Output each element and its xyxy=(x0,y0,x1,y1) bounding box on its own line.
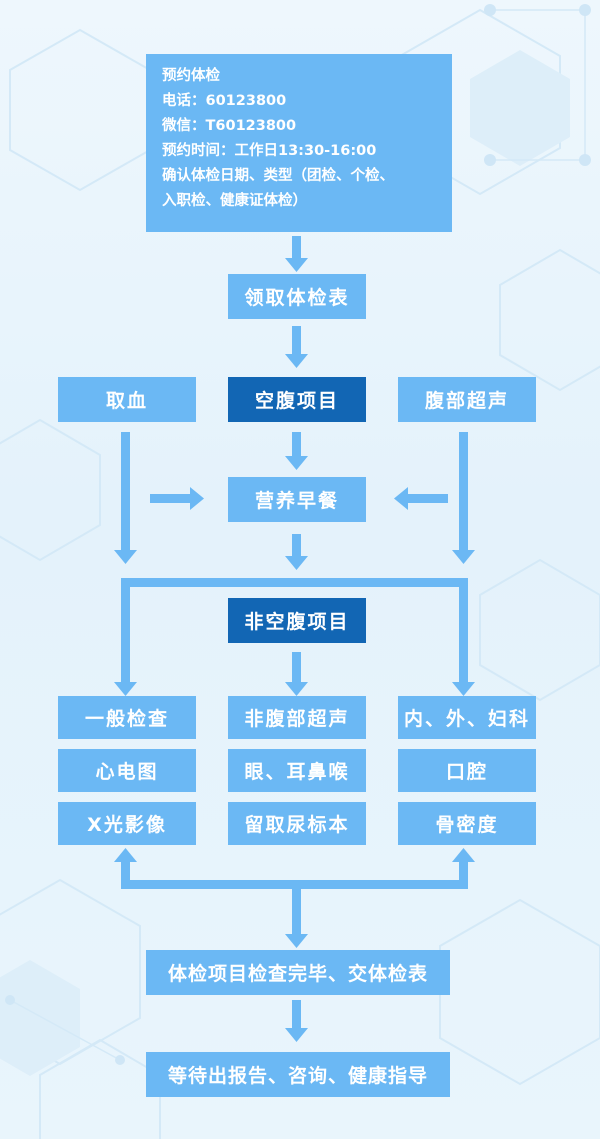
item-internal-surgery-gyn: 内、外、妇科 xyxy=(398,696,536,739)
step-fasting-items: 空腹项目 xyxy=(228,377,366,422)
step-submit-form: 体检项目检查完毕、交体检表 xyxy=(146,950,450,995)
step-non-fasting-items: 非空腹项目 xyxy=(228,598,366,643)
step-breakfast: 营养早餐 xyxy=(228,477,366,522)
step-report-consult: 等待出报告、咨询、健康指导 xyxy=(146,1052,450,1097)
item-non-abdominal-ultrasound: 非腹部超声 xyxy=(228,696,366,739)
item-ecg: 心电图 xyxy=(58,749,196,792)
step-abdominal-ultrasound: 腹部超声 xyxy=(398,377,536,422)
booking-confirm-line2: 入职检、健康证体检） xyxy=(162,193,307,209)
item-urine-sample: 留取尿标本 xyxy=(228,802,366,845)
booking-info-box: 预约体检 电话：60123800 微信：T60123800 预约时间：工作日13… xyxy=(146,54,452,232)
item-xray: X光影像 xyxy=(58,802,196,845)
item-eye-ent: 眼、耳鼻喉 xyxy=(228,749,366,792)
booking-title: 预约体检 xyxy=(162,68,220,84)
step-get-form: 领取体检表 xyxy=(228,274,366,319)
item-general-exam: 一般检查 xyxy=(58,696,196,739)
item-oral: 口腔 xyxy=(398,749,536,792)
step-blood-draw: 取血 xyxy=(58,377,196,422)
item-bone-density: 骨密度 xyxy=(398,802,536,845)
booking-hours: 预约时间：工作日13:30-16:00 xyxy=(162,143,377,159)
booking-wechat: 微信：T60123800 xyxy=(162,118,297,134)
booking-confirm-line1: 确认体检日期、类型（团检、个检、 xyxy=(162,168,394,184)
booking-phone: 电话：60123800 xyxy=(162,93,287,109)
